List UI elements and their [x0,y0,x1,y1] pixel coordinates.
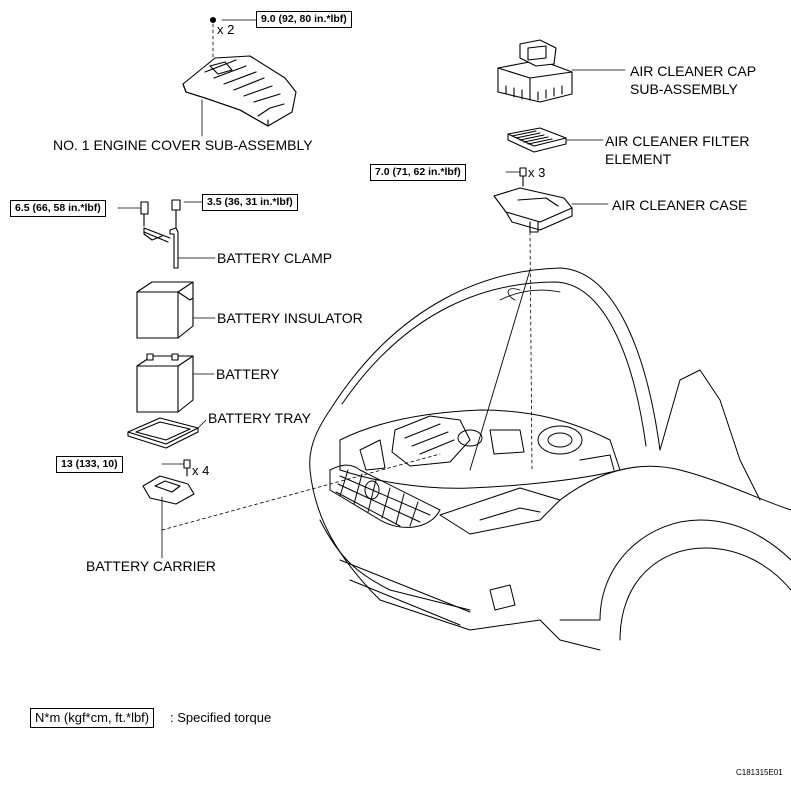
battery-label: BATTERY [216,366,280,382]
torque-legend-description: : Specified torque [170,710,272,725]
air-cleaner-filter-label-line1: AIR CLEANER FILTER [605,133,750,149]
vehicle-front-illustration [309,267,791,651]
air-cleaner-filter-illustration [507,127,604,153]
air-cleaner-case-illustration [493,167,609,471]
battery-illustration [136,353,215,413]
clamp-nut-torque-spec: 3.5 (36, 31 in.*lbf) [202,194,298,211]
battery-carrier-illustration [142,453,441,559]
clamp-bolt-torque-spec: 6.5 (66, 58 in.*lbf) [10,200,106,217]
battery-clamp-illustration [117,199,216,269]
battery-tray-illustration [127,417,207,449]
battery-insulator-illustration [136,281,216,339]
torque-unit-legend-box: N*m (kgf*cm, ft.*lbf) [30,708,155,728]
air-cleaner-filter-label-line2: ELEMENT [605,151,672,167]
engine-cover-label: NO. 1 ENGINE COVER SUB-ASSEMBLY [53,137,313,153]
figure-code: C181315E01 [736,768,783,777]
battery-insulator-label: BATTERY INSULATOR [217,310,363,326]
battery-carrier-torque-spec: 13 (133, 10) [56,456,123,473]
air-cleaner-case-label: AIR CLEANER CASE [612,197,748,213]
air-cleaner-cap-illustration [497,39,626,103]
engine-cover-illustration [182,16,297,137]
battery-tray-label: BATTERY TRAY [208,410,311,426]
battery-carrier-bolt-quantity: x 4 [192,463,210,478]
air-cleaner-case-bolt-quantity: x 3 [528,165,546,180]
engine-cover-torque-spec: 9.0 (92, 80 in.*lbf) [256,11,352,28]
air-cleaner-cap-label-line1: AIR CLEANER CAP [630,63,757,79]
air-cleaner-case-torque-spec: 7.0 (71, 62 in.*lbf) [370,164,466,181]
air-cleaner-cap-label-line2: SUB-ASSEMBLY [630,81,738,97]
engine-cover-nut-quantity: x 2 [217,22,235,37]
battery-clamp-label: BATTERY CLAMP [217,250,333,266]
battery-carrier-label: BATTERY CARRIER [86,558,216,574]
